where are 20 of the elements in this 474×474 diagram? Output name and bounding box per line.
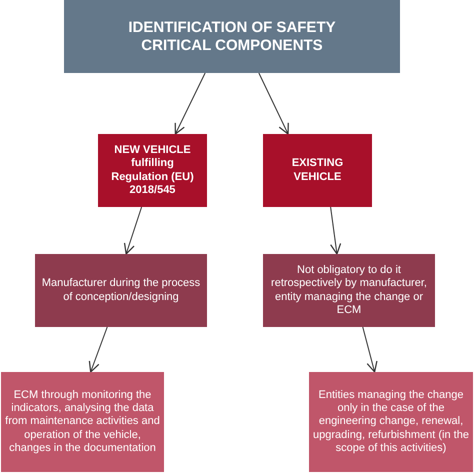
category-box bbox=[98, 134, 207, 207]
node-text: Manufacturer during the process of conception/designing bbox=[40, 277, 202, 304]
title-box bbox=[64, 0, 400, 73]
process-box bbox=[263, 254, 435, 327]
arrow bbox=[362, 326, 378, 373]
arrow bbox=[330, 206, 342, 255]
node-text: NEW VEHICLE fulfilling Regulation (EU) 2018/545 bbox=[110, 144, 195, 197]
arrow bbox=[258, 72, 289, 135]
node-text: ECM through monitoring the indicators, analysing the data from maintenance activities and operation of the vehicle, changes in the documentation bbox=[5, 389, 160, 455]
node-text: EXISTING VEHICLE bbox=[290, 157, 344, 184]
node-text: Entities managing the change only in the case of the engineering change, renewal, upgrading, refurbishment (in the scope of this activities) bbox=[313, 389, 469, 455]
arrow bbox=[174, 72, 206, 135]
category-box bbox=[263, 134, 372, 207]
arrow bbox=[124, 206, 142, 255]
process-box bbox=[309, 372, 473, 472]
node-text: Not obligatory to do it retrospectively by manufacturer, entity managing the change or ECM bbox=[270, 264, 428, 317]
arrow bbox=[88, 326, 108, 373]
process-box bbox=[35, 254, 207, 327]
node-text: IDENTIFICATION OF SAFETY CRITICAL COMPONENTS bbox=[127, 18, 337, 54]
process-box bbox=[1, 372, 164, 472]
